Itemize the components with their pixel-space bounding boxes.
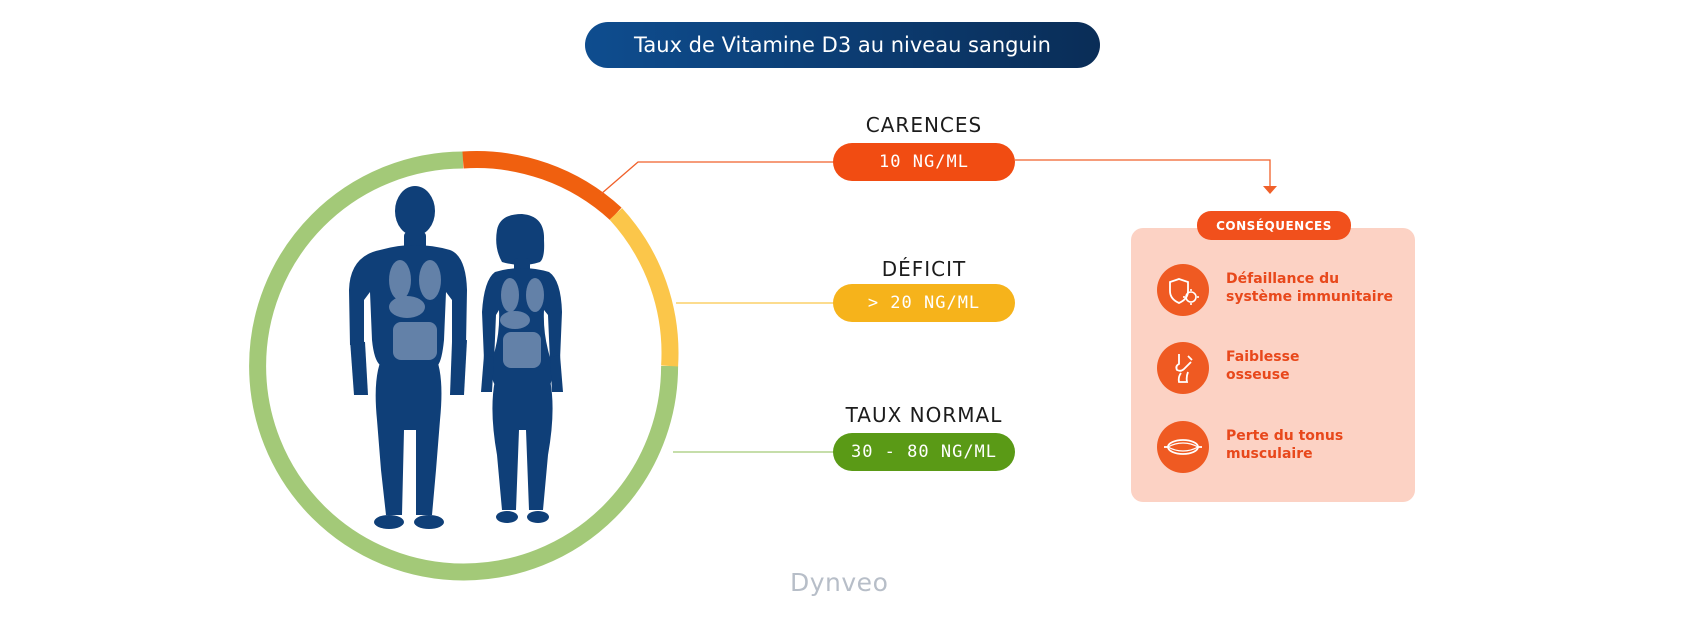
consequence-item-muscle: Perte du tonus musculaire — [1157, 421, 1407, 477]
muscle-icon — [1157, 421, 1209, 473]
connector-carences-to-consequences — [1015, 159, 1271, 186]
ring-segment-deficit — [609, 208, 679, 367]
connector-carences — [600, 161, 835, 195]
consequence-text-immune: Défaillance du système immunitaire — [1226, 271, 1393, 305]
consequence-item-immune: Défaillance du système immunitaire — [1157, 264, 1407, 320]
consequence-text-muscle: Perte du tonus musculaire — [1226, 428, 1344, 462]
ring-segment-normal — [249, 151, 679, 581]
level-value-deficit: > 20 NG/ML — [833, 284, 1015, 322]
level-label-carences: CARENCES — [865, 113, 983, 137]
bone-joint-icon — [1157, 342, 1209, 394]
ring-segment-carences — [462, 151, 622, 221]
consequences-badge: CONSÉQUENCES — [1197, 211, 1351, 240]
level-label-normal: TAUX NORMAL — [845, 403, 1003, 427]
brand-logo: Dynveo — [790, 568, 889, 597]
immune-shield-icon — [1157, 264, 1209, 316]
consequence-text-bone: Faiblesse osseuse — [1226, 349, 1300, 383]
female-organs-icon — [500, 278, 544, 368]
title-banner: Taux de Vitamine D3 au niveau sanguin — [585, 22, 1100, 68]
female-body-icon — [481, 214, 563, 523]
level-value-carences: 10 NG/ML — [833, 143, 1015, 181]
arrowhead-icon — [1263, 186, 1277, 194]
level-value-normal: 30 - 80 NG/ML — [833, 433, 1015, 471]
level-label-deficit: DÉFICIT — [881, 257, 967, 281]
male-organs-icon — [389, 260, 441, 360]
consequence-item-bone: Faiblesse osseuse — [1157, 342, 1407, 398]
